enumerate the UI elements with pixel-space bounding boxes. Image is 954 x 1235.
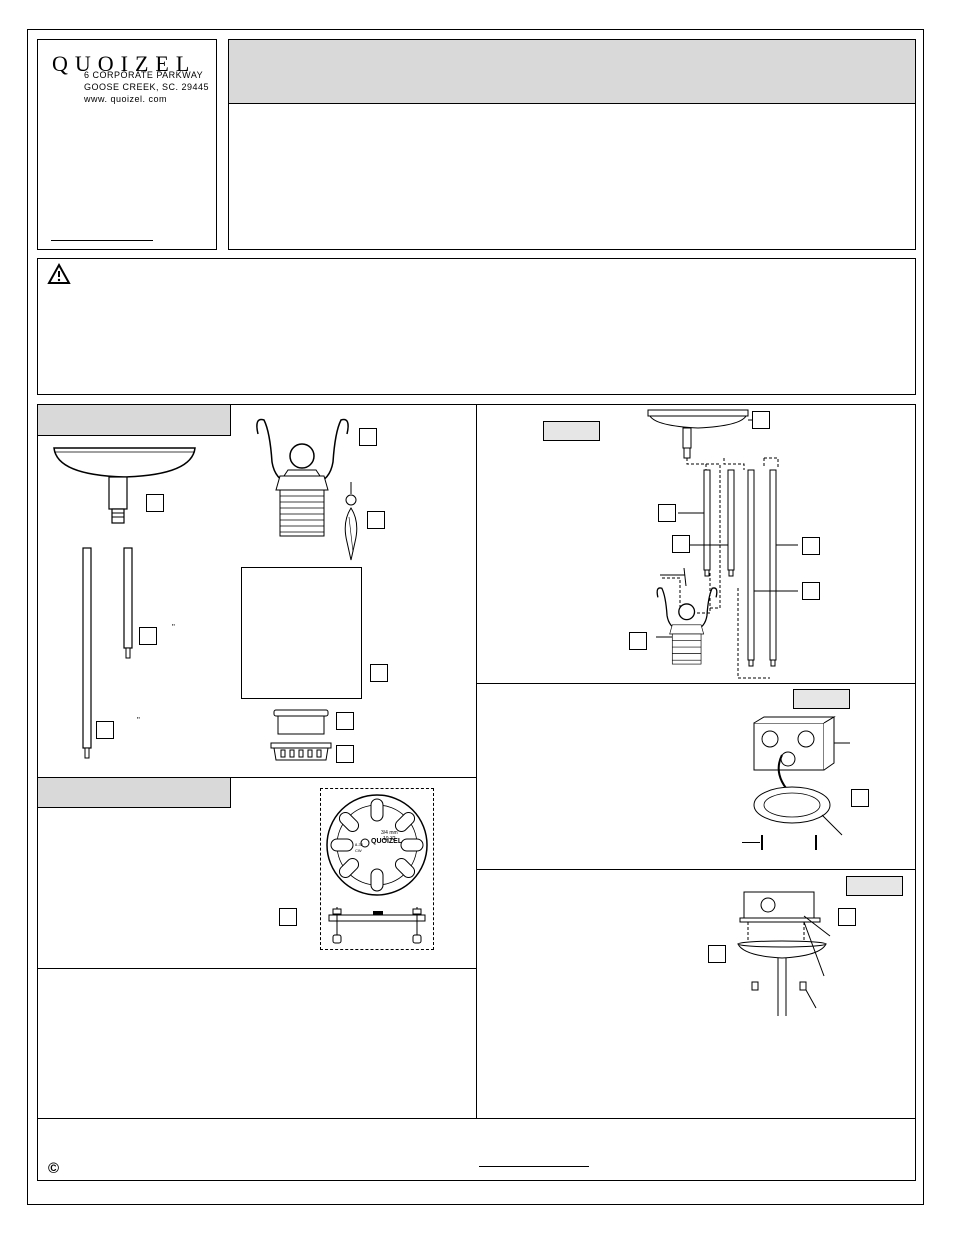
mounting-plate-dashed-box <box>320 788 434 950</box>
junction-box-illustration <box>753 716 850 850</box>
left-divider-1 <box>37 777 477 778</box>
plate-size-b: 10 32 <box>383 836 396 842</box>
warning-box <box>37 258 916 395</box>
footer-box: © <box>37 1118 916 1181</box>
plate-mark-2: CW <box>355 848 362 853</box>
part-label-box <box>658 504 676 522</box>
part-label-box <box>279 908 297 926</box>
canopy-install-illustration <box>737 891 831 1016</box>
hardware-header-bar <box>37 777 231 808</box>
footer-rule <box>479 1166 589 1167</box>
title-box <box>228 39 916 250</box>
warning-triangle-icon <box>47 262 71 284</box>
part-label-box <box>708 945 726 963</box>
step-tag-2 <box>793 689 850 709</box>
title-bar <box>229 40 915 104</box>
part-label-box <box>139 627 157 645</box>
website: www. quoizel. com <box>84 94 168 104</box>
part-label-box <box>802 582 820 600</box>
part-label-box <box>672 535 690 553</box>
part-label-box <box>367 511 385 529</box>
brand-logo: QUOIZEL <box>52 51 197 76</box>
canopy-illustration <box>53 447 196 524</box>
screw-leader <box>742 842 760 843</box>
address-line-2: GOOSE CREEK, SC. 29445 <box>84 82 210 92</box>
part-label-box <box>146 494 164 512</box>
crossbar-side-illustration <box>328 907 426 944</box>
plate-mark-1: 8-32 <box>355 842 364 847</box>
part-label-box <box>370 664 388 682</box>
mounting-plate-illustration <box>326 794 428 896</box>
part-label-box <box>802 537 820 555</box>
long-stem-illustration <box>82 547 92 759</box>
part-label-box <box>838 908 856 926</box>
signature-line <box>51 240 153 241</box>
part-label-box <box>629 632 647 650</box>
fixture-body-illustration <box>256 418 349 537</box>
step-tag-3 <box>846 876 903 896</box>
socket-ring-illustration <box>270 742 332 761</box>
part-label-box <box>752 411 770 429</box>
step-tag-1 <box>543 421 600 441</box>
finial-illustration <box>344 482 358 561</box>
part-label-box <box>96 721 114 739</box>
plate-brand-text: QUOIZEL <box>371 838 403 845</box>
parts-header-bar <box>37 404 231 436</box>
part-label-box <box>851 789 869 807</box>
company-info-box: QUOIZEL 6 CORPORATE PARKWAY GOOSE CREEK,… <box>37 39 217 250</box>
part-label-box <box>359 428 377 446</box>
part-label-box <box>336 712 354 730</box>
copyright-symbol: © <box>48 1160 60 1177</box>
part-label-box <box>336 745 354 763</box>
plate-size-a: 3/4 mm <box>381 830 398 836</box>
ring-illustration <box>273 709 329 735</box>
column-divider <box>476 404 477 1119</box>
inch-mark-short: " <box>172 623 175 632</box>
short-stem-illustration <box>123 547 133 659</box>
shade-illustration <box>241 567 362 699</box>
left-divider-2 <box>37 968 477 969</box>
page-frame <box>27 29 924 1205</box>
address-line-1: 6 CORPORATE PARKWAY <box>84 70 204 80</box>
fixture-body-small-illustration <box>656 587 718 665</box>
right-divider-1 <box>476 683 916 684</box>
right-divider-2 <box>476 869 916 870</box>
inch-mark-long: " <box>137 716 140 725</box>
